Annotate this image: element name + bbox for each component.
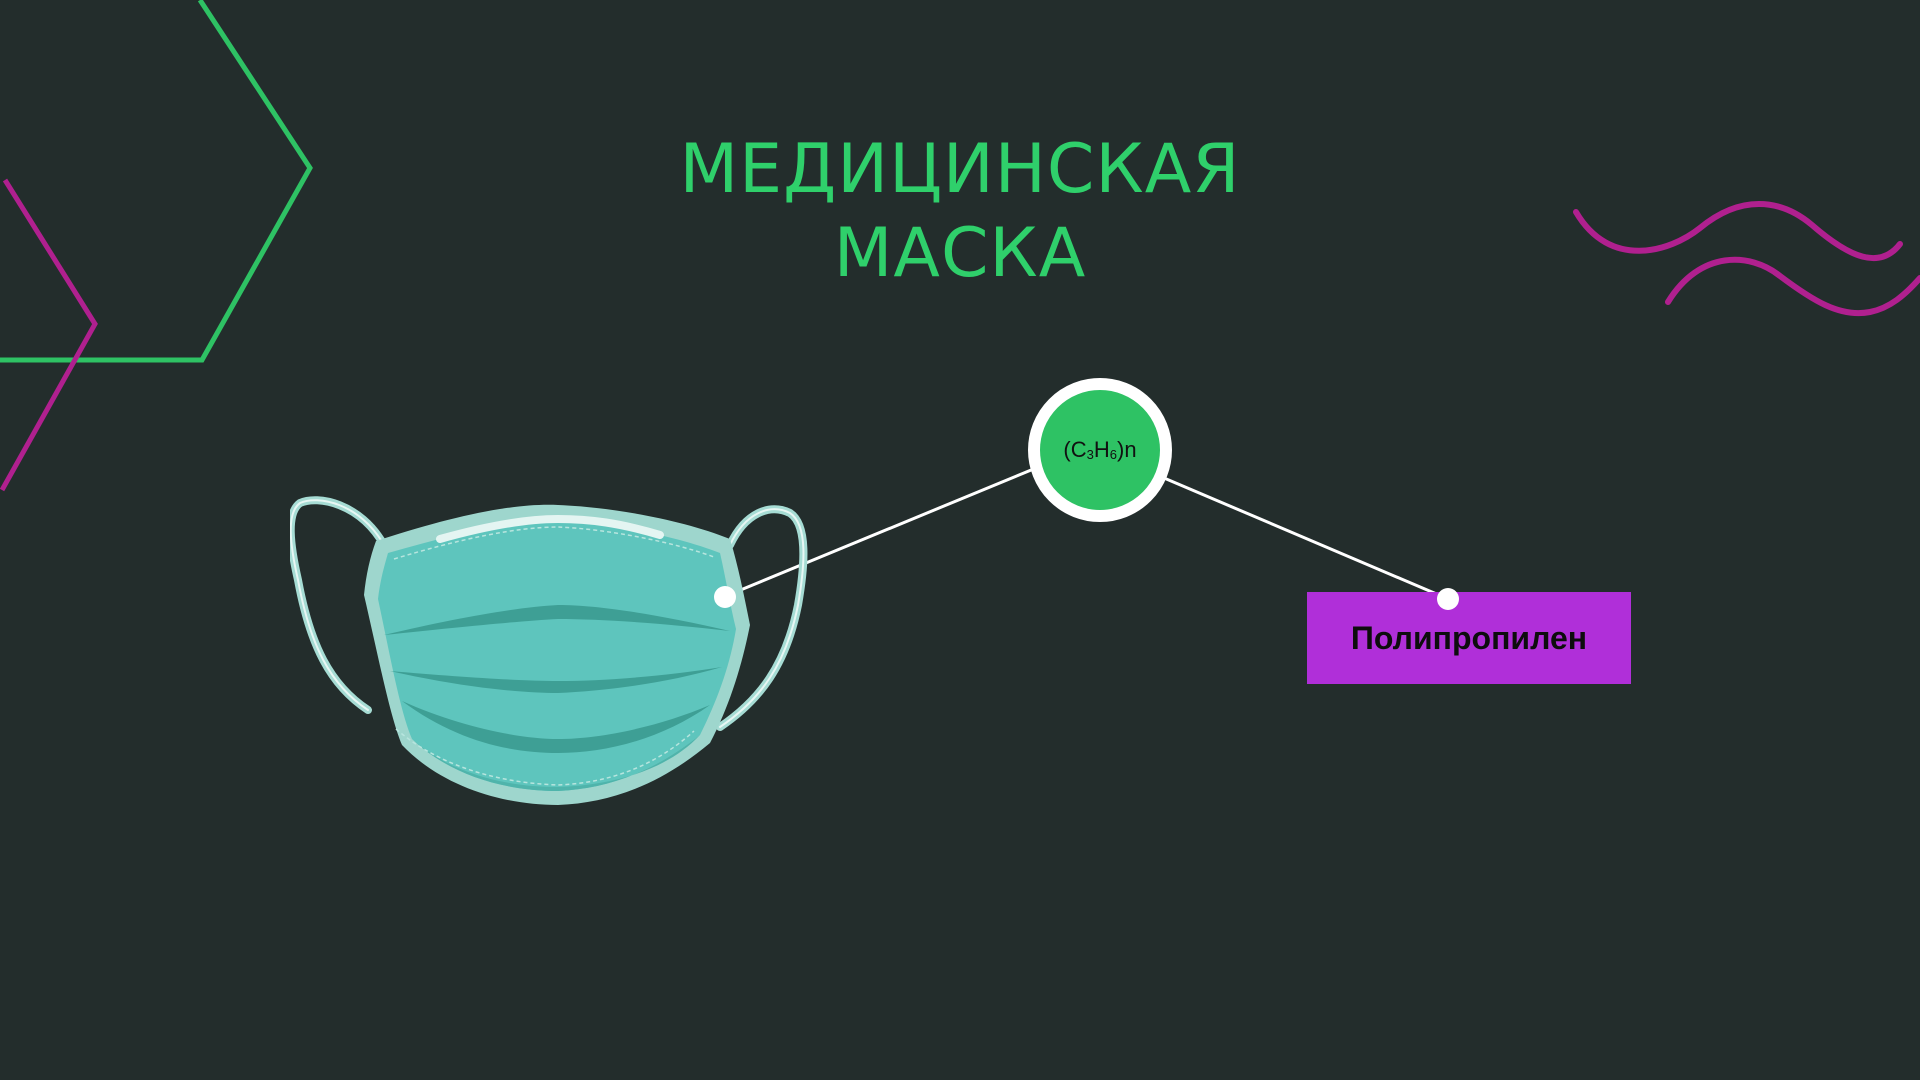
formula-text: (C3H6)n xyxy=(1063,437,1137,462)
material-label-text: Полипропилен xyxy=(1350,619,1588,656)
mask-pleat-2 xyxy=(390,667,722,693)
magenta-chevron-outline xyxy=(0,178,98,492)
connector-mask-to-formula xyxy=(725,466,1037,598)
green-hexagon-outline xyxy=(0,0,313,363)
material-label: Полипропилен xyxy=(1307,592,1631,684)
mask-pleat-1 xyxy=(384,605,730,635)
mask-stitching xyxy=(393,526,715,786)
nose-wire xyxy=(436,514,664,543)
title-line-1: МЕДИЦИНСКАЯ xyxy=(679,130,1241,209)
magenta-wave-bottom xyxy=(1665,256,1920,317)
medical-mask-image xyxy=(290,496,808,805)
slide-title: МЕДИЦИНСКАЯ МАСКА xyxy=(560,128,1360,296)
connector-dot-label xyxy=(1437,588,1459,610)
connector-formula-to-label xyxy=(1163,476,1447,600)
connector-dot-mask xyxy=(714,586,736,608)
formula-circle: (C3H6)n xyxy=(1028,378,1172,522)
mask-pleat-3 xyxy=(402,701,710,753)
mask-body-inner xyxy=(378,520,736,791)
title-line-2: МАСКА xyxy=(833,214,1087,293)
magenta-wave-top xyxy=(1573,201,1903,262)
